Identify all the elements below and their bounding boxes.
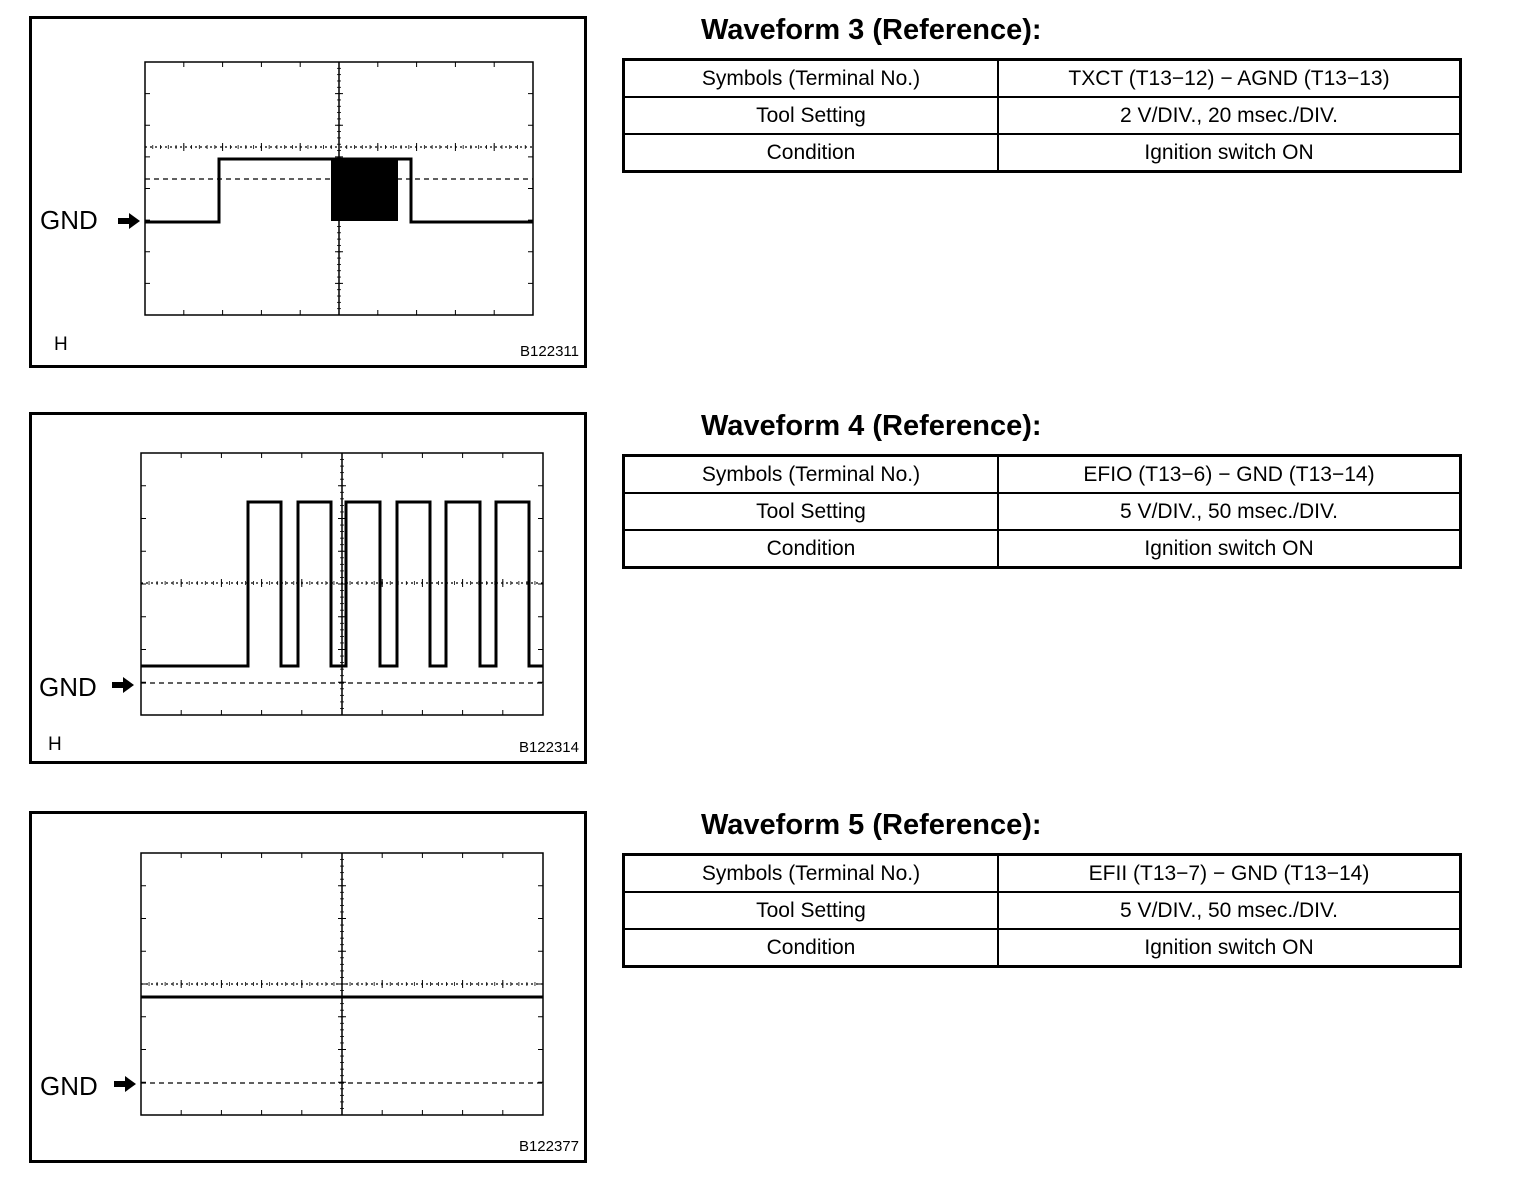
table-row: Condition Ignition switch ON — [622, 529, 1462, 569]
waveform-4-oscilloscope-screen — [140, 452, 544, 716]
waveform-5-title: Waveform 5 (Reference): — [701, 809, 1042, 841]
waveform-3-probe-label: H — [54, 334, 68, 355]
spec-label: Tool Setting — [622, 492, 999, 531]
right-arrow-icon — [118, 213, 140, 229]
table-row: Condition Ignition switch ON — [622, 928, 1462, 968]
waveform-3-oscilloscope-screen — [144, 61, 534, 316]
table-row: Condition Ignition switch ON — [622, 133, 1462, 173]
table-row: Tool Setting 5 V/DIV., 50 msec./DIV. — [622, 492, 1462, 531]
waveform-3-signal-trace — [145, 157, 533, 224]
spec-value: Ignition switch ON — [997, 529, 1462, 569]
waveform-5-gnd-label: GND — [40, 1071, 98, 1101]
waveform-5-figure-code: B122377 — [518, 1138, 579, 1155]
waveform-4-graticule — [140, 452, 544, 716]
waveform-3-gnd-label: GND — [40, 205, 98, 235]
waveform-4-spec-table: Symbols (Terminal No.) EFIO (T13−6) − GN… — [622, 454, 1462, 569]
waveform-3-scope-frame: GND H B122311 — [29, 16, 587, 368]
waveform-5-scope-frame: GND B122377 — [29, 811, 587, 1163]
spec-value: Ignition switch ON — [997, 928, 1462, 968]
spec-label: Symbols (Terminal No.) — [622, 853, 999, 893]
spec-label: Symbols (Terminal No.) — [622, 454, 999, 494]
waveform-4-gnd-label: GND — [39, 672, 97, 702]
waveform-4-scope-frame: GND H B122314 — [29, 412, 587, 764]
spec-label: Condition — [622, 928, 999, 968]
waveform-4-figure-code: B122314 — [518, 739, 579, 756]
right-arrow-icon — [114, 1076, 136, 1092]
spec-label: Tool Setting — [622, 96, 999, 135]
table-row: Symbols (Terminal No.) EFII (T13−7) − GN… — [622, 853, 1462, 893]
table-row: Symbols (Terminal No.) TXCT (T13−12) − A… — [622, 58, 1462, 98]
spec-label: Condition — [622, 529, 999, 569]
waveform-3-figure-code: B122311 — [520, 343, 579, 360]
waveform-5-graticule — [140, 852, 544, 1116]
waveform-3-spec-table: Symbols (Terminal No.) TXCT (T13−12) − A… — [622, 58, 1462, 173]
spec-value: 5 V/DIV., 50 msec./DIV. — [997, 891, 1462, 930]
spec-label: Tool Setting — [622, 891, 999, 930]
spec-value: EFII (T13−7) − GND (T13−14) — [997, 853, 1462, 893]
spec-value: 2 V/DIV., 20 msec./DIV. — [997, 96, 1462, 135]
waveform-4-signal-trace — [141, 500, 543, 668]
spec-label: Condition — [622, 133, 999, 173]
waveform-3-burst-region — [331, 159, 398, 221]
spec-value: 5 V/DIV., 50 msec./DIV. — [997, 492, 1462, 531]
spec-value: TXCT (T13−12) − AGND (T13−13) — [997, 58, 1462, 98]
table-row: Symbols (Terminal No.) EFIO (T13−6) − GN… — [622, 454, 1462, 494]
spec-value: Ignition switch ON — [997, 133, 1462, 173]
spec-value: EFIO (T13−6) − GND (T13−14) — [997, 454, 1462, 494]
right-arrow-icon — [112, 677, 134, 693]
waveform-5-oscilloscope-screen — [140, 852, 544, 1116]
table-row: Tool Setting 5 V/DIV., 50 msec./DIV. — [622, 891, 1462, 930]
spec-label: Symbols (Terminal No.) — [622, 58, 999, 98]
waveform-5-spec-table: Symbols (Terminal No.) EFII (T13−7) − GN… — [622, 853, 1462, 968]
waveform-3-title: Waveform 3 (Reference): — [701, 14, 1042, 46]
table-row: Tool Setting 2 V/DIV., 20 msec./DIV. — [622, 96, 1462, 135]
waveform-4-probe-label: H — [48, 734, 62, 755]
waveform-4-title: Waveform 4 (Reference): — [701, 410, 1042, 442]
